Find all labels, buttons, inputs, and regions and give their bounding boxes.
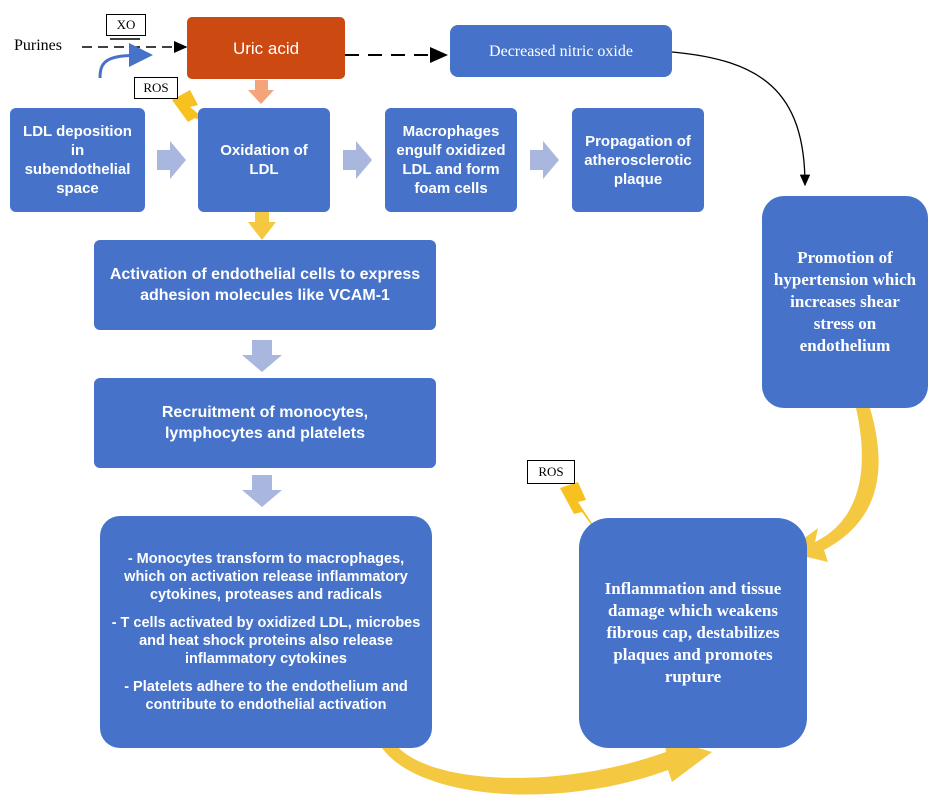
- ldl-to-oxidation-arrow: [157, 141, 186, 179]
- detail-monocytes: - Monocytes transform to macrophages, wh…: [124, 551, 408, 603]
- activation-label: Activation of endothelial cells to expre…: [109, 266, 421, 304]
- oxidation-ldl-label: Oxidation of LDL: [220, 142, 308, 178]
- recruitment-to-details-arrow: [242, 475, 282, 507]
- ros-curved-arrow: [98, 43, 153, 79]
- uric-acid-box: Uric acid: [187, 17, 345, 79]
- inflammation-box: Inflammation and tissue damage which wea…: [579, 518, 807, 748]
- detail-tcells: - T cells activated by oxidized LDL, mic…: [111, 615, 421, 667]
- details-box: - Monocytes transform to macrophages, wh…: [100, 516, 432, 748]
- propagation-label: Propagation of atherosclerotic plaque: [584, 132, 692, 188]
- nitric-oxide-label: Decreased nitric oxide: [489, 42, 633, 60]
- recruitment-box: Recruitment of monocytes, lymphocytes an…: [94, 378, 436, 468]
- xo-tag: XO: [106, 14, 146, 36]
- details-to-inflammation-arrow: [382, 738, 712, 795]
- ldl-deposition-label: LDL deposition in subendothelial space: [23, 123, 132, 197]
- ldl-deposition-box: LDL deposition in subendothelial space: [10, 108, 145, 212]
- no-to-hypertension-arrow: [671, 51, 811, 187]
- propagation-box: Propagation of atherosclerotic plaque: [572, 108, 704, 212]
- macro-to-propagation-arrow: [530, 141, 559, 179]
- ros-bottom-tag: ROS: [527, 460, 575, 484]
- activation-to-recruitment-arrow: [242, 340, 282, 372]
- oxidation-to-activation-arrow: [248, 205, 276, 240]
- macrophages-label: Macrophages engulf oxidized LDL and form…: [396, 123, 506, 197]
- ros-top-lightning-icon: [172, 90, 218, 130]
- recruitment-label: Recruitment of monocytes, lymphocytes an…: [161, 404, 369, 442]
- hypertension-to-inflammation-arrow: [786, 408, 879, 562]
- macrophages-box: Macrophages engulf oxidized LDL and form…: [385, 108, 517, 212]
- ros-top-tag: ROS: [134, 77, 178, 99]
- hypertension-label: Promotion of hypertension which increase…: [773, 248, 917, 355]
- hypertension-box: Promotion of hypertension which increase…: [762, 196, 928, 408]
- nitric-oxide-box: Decreased nitric oxide: [450, 25, 672, 77]
- activation-box: Activation of endothelial cells to expre…: [94, 240, 436, 330]
- ros-bottom-lightning-icon: [560, 482, 608, 548]
- purines-label: Purines: [14, 37, 62, 54]
- inflammation-label: Inflammation and tissue damage which wea…: [604, 579, 782, 686]
- oxidation-ldl-box: Oxidation of LDL: [198, 108, 330, 212]
- uric-to-oxidation-arrow: [248, 80, 274, 104]
- uric-acid-label: Uric acid: [232, 38, 300, 58]
- oxidation-to-macro-arrow: [343, 141, 372, 179]
- detail-platelets: - Platelets adhere to the endothelium an…: [124, 679, 408, 713]
